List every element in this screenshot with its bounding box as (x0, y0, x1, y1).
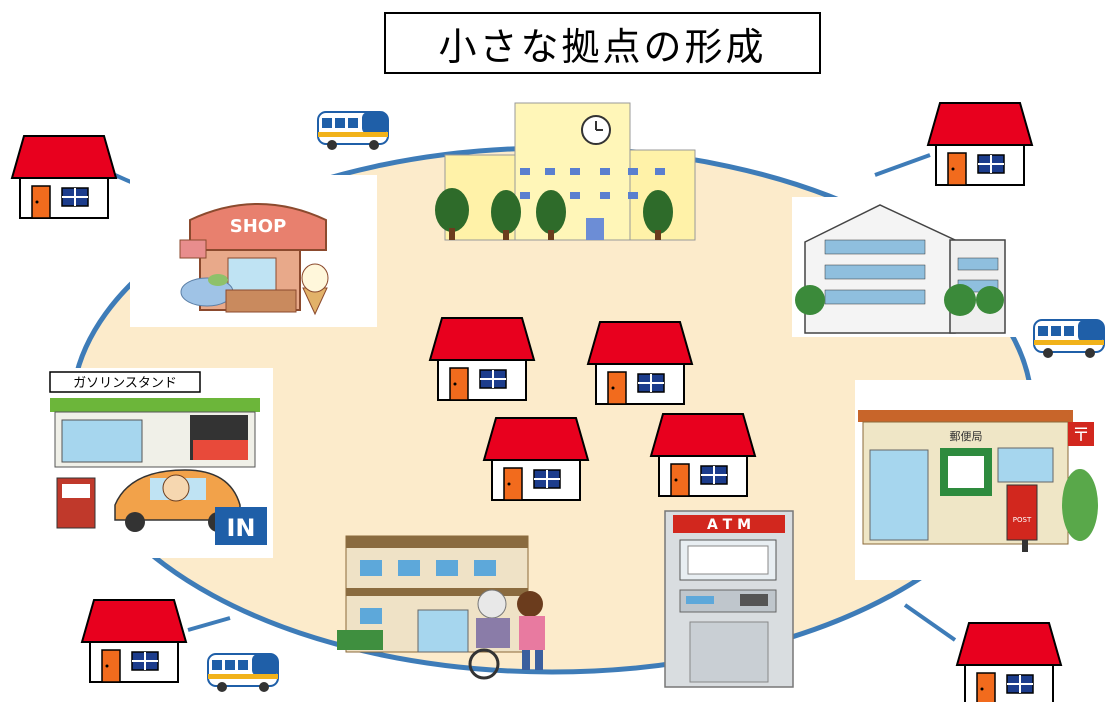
house-bottom-right (956, 622, 1062, 702)
bus-icon-right (1033, 319, 1105, 359)
house-top-left (11, 135, 117, 219)
atm-machine-icon (664, 510, 794, 688)
bus-icon-bottom (207, 653, 279, 693)
gas-station-sign: ガソリンスタンド (73, 376, 177, 391)
post-office-icon (855, 380, 1100, 580)
page-title: 小さな拠点の形成 (384, 12, 821, 74)
atm-sign: A T M (707, 517, 751, 533)
gas-station-icon (47, 368, 273, 558)
house-center-4 (650, 413, 756, 497)
house-top-right (927, 102, 1033, 186)
house-bottom-left (81, 599, 187, 683)
house-center-2 (587, 321, 693, 405)
house-center-1 (429, 317, 535, 401)
bus-icon-top (317, 111, 389, 151)
house-center-3 (483, 417, 589, 501)
shop-icon (130, 175, 377, 327)
care-facility-icon (337, 535, 545, 680)
post-mark: 〒 (1072, 425, 1090, 446)
school-building-icon (435, 102, 696, 241)
post-office-sign: 郵便局 (950, 430, 983, 443)
shop-sign: SHOP (230, 216, 287, 237)
post-box-text: POST (1013, 516, 1032, 524)
gas-in-sign: IN (226, 514, 255, 542)
office-building-icon (792, 197, 1018, 337)
